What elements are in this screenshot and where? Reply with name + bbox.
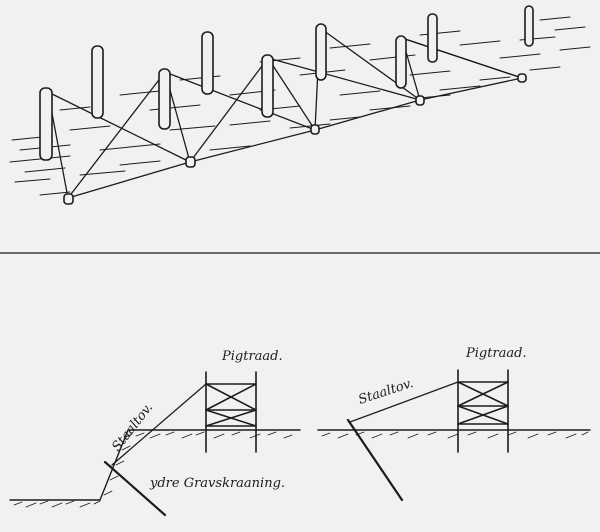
left-wire-frame [205, 371, 257, 453]
left-label-trench-edge: ydre Gravskraaning. [149, 476, 285, 491]
right-label-barbed-wire: Pigtraad. [465, 346, 527, 361]
top-panel-drawing [9, 5, 591, 205]
anchor-stubs [63, 73, 527, 205]
right-cross-section: Pigtraad. Staaltov. [317, 346, 591, 502]
right-anchor-stake [346, 418, 404, 502]
right-wire-frame [457, 369, 509, 453]
left-steel-cable [111, 383, 207, 466]
left-label-barbed-wire: Pigtraad. [221, 349, 283, 364]
left-ground-hatch [13, 431, 293, 508]
tall-posts [39, 5, 534, 161]
left-anchor-stake [103, 460, 167, 517]
right-ground-hatch [321, 431, 589, 439]
left-ground-line [9, 429, 301, 501]
right-label-steel-cable: Staaltov. [357, 376, 416, 408]
left-cross-section: Pigtraad. Staaltov. ydre Gravskraaning. [9, 349, 301, 517]
right-steel-cable [349, 381, 459, 423]
